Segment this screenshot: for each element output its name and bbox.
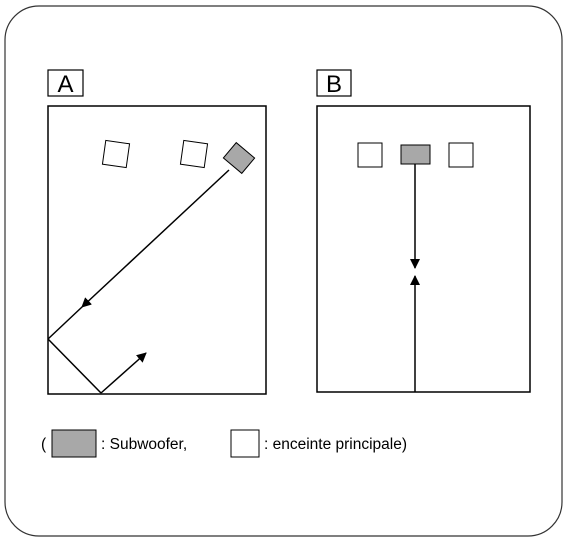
legend: ( : Subwoofer, : enceinte principale) bbox=[41, 429, 407, 458]
main-speaker-icon bbox=[448, 142, 474, 168]
subwoofer-icon bbox=[400, 144, 431, 165]
sound-path-segment bbox=[47, 306, 83, 340]
panel-b-label-box bbox=[316, 69, 352, 97]
panel-a: A bbox=[47, 69, 267, 395]
legend-subwoofer-text: : Subwoofer, bbox=[101, 436, 187, 453]
legend-open-paren: ( bbox=[41, 436, 47, 453]
panel-b: B bbox=[316, 69, 531, 393]
legend-speaker-text: : enceinte principale) bbox=[264, 436, 407, 453]
legend-speaker-swatch bbox=[230, 429, 260, 458]
sound-path-segment bbox=[47, 338, 102, 394]
main-speaker-icon bbox=[357, 142, 383, 168]
sound-path-arrow bbox=[81, 169, 230, 308]
main-speaker-icon bbox=[101, 139, 131, 169]
subwoofer-icon bbox=[222, 141, 256, 175]
panel-a-label-box bbox=[47, 69, 84, 97]
legend-subwoofer-swatch bbox=[51, 429, 97, 458]
main-speaker-icon bbox=[179, 139, 209, 169]
panel-a-label: A bbox=[57, 71, 73, 98]
panel-b-label: B bbox=[326, 71, 342, 98]
sound-path-arrow bbox=[100, 352, 147, 394]
